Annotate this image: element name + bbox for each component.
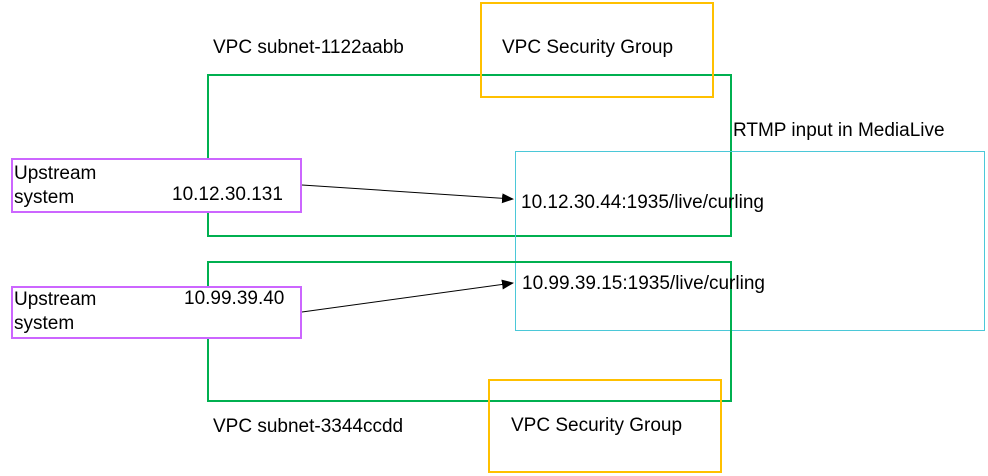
security-group-top-box (480, 2, 714, 98)
arrow-upstream-2-to-endpoint-2 (301, 279, 514, 313)
upstream-system-1-name-line2: system (14, 187, 75, 208)
upstream-system-1-box (11, 158, 302, 213)
upstream-system-2-name-line1: Upstream (14, 289, 97, 310)
medialive-input-box (515, 151, 985, 331)
security-group-top-label: VPC Security Group (502, 37, 674, 58)
vpc-subnet-top-box (207, 74, 732, 237)
upstream-system-1-name-line1: Upstream (14, 163, 97, 184)
upstream-system-1-ip: 10.12.30.131 (172, 184, 283, 205)
upstream-system-2-name-line2: system (14, 313, 75, 334)
security-group-bottom-label: VPC Security Group (511, 415, 683, 436)
upstream-system-2-box (11, 286, 302, 339)
medialive-endpoint-2: 10.99.39.15:1935/live/curling (522, 273, 765, 294)
medialive-input-label: RTMP input in MediaLive (733, 120, 945, 141)
vpc-subnet-top-label: VPC subnet-1122aabb (213, 37, 404, 58)
vpc-subnet-bottom-label: VPC subnet-3344ccdd (213, 416, 404, 437)
upstream-system-2-ip: 10.99.39.40 (184, 288, 285, 309)
medialive-endpoint-1: 10.12.30.44:1935/live/curling (521, 192, 764, 213)
arrow-upstream-1-to-endpoint-1 (301, 184, 514, 204)
security-group-bottom-box (488, 379, 722, 473)
